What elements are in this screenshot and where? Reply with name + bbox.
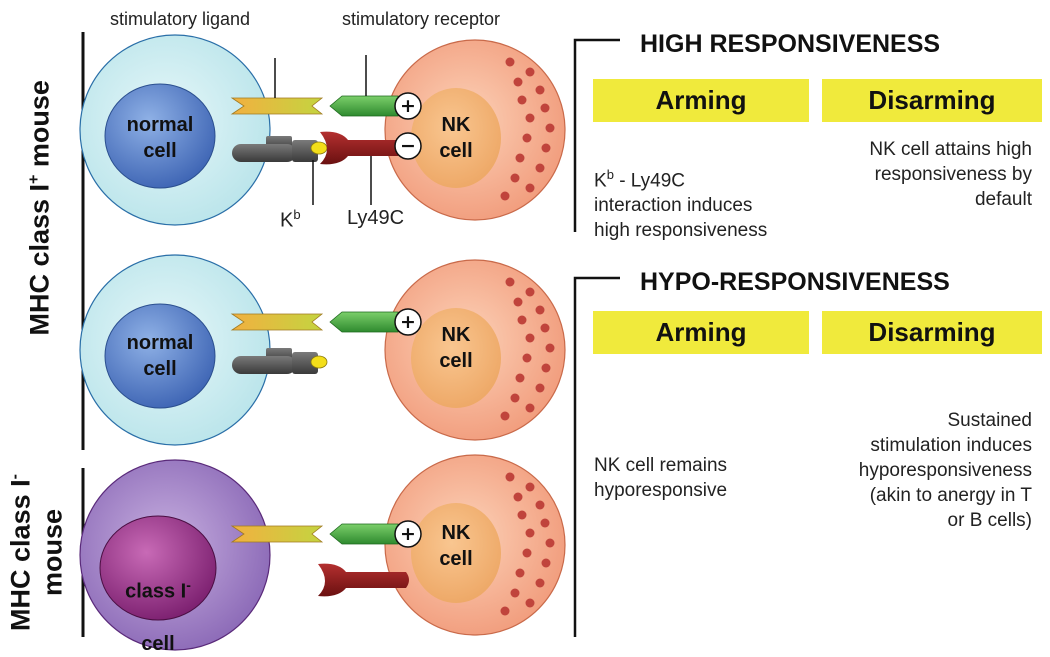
- row2-normal-cell: [79, 254, 271, 446]
- high-disarming-text: NK cell attains high responsiveness by d…: [869, 139, 1032, 210]
- stimulatory-ligand-label: stimulatory ligand: [110, 9, 251, 29]
- mhc-class-minus-mouse-label: MHC class I- mouse: [5, 474, 68, 631]
- row1-nk-granules: [500, 57, 555, 201]
- high-bracket: [573, 38, 620, 232]
- row1-ly49c-molecule: [320, 131, 398, 165]
- row1-minus-circle: [394, 132, 422, 160]
- high-arming-text: Kb - Ly49C interaction induces high resp…: [594, 167, 768, 242]
- row1-plus-sign: +: [400, 95, 416, 117]
- row1-stimulatory-ligand: [230, 97, 324, 115]
- hypo-arming-text: NK cell remains hyporesponsive: [594, 455, 728, 501]
- row3-class-minus-cell-label: class I- cell: [125, 577, 191, 655]
- kb-label: Kb: [280, 207, 301, 232]
- row3-stimulatory-receptor: [329, 523, 399, 545]
- high-disarming-box: Disarming: [822, 79, 1042, 122]
- mhc-class-plus-mouse-label: MHC class I+ mouse: [24, 80, 55, 336]
- ly49c-label: Ly49C: [347, 207, 405, 229]
- high-arming-box: Arming: [593, 79, 809, 122]
- row2-nk-granules: [500, 277, 555, 421]
- row2-plus-circle: [394, 308, 422, 336]
- row3-plus-sign: +: [400, 523, 416, 545]
- row1-nk-cell-label: NK cell: [439, 114, 473, 162]
- row1-kb-molecule: [232, 136, 328, 162]
- row2-normal-cell-label: normal cell: [126, 332, 194, 380]
- row1-normal-cell: [79, 34, 271, 226]
- row2-stimulatory-ligand: [230, 313, 324, 331]
- row2-kb-molecule: [232, 348, 328, 374]
- stimulatory-receptor-label: stimulatory receptor: [342, 9, 501, 29]
- row3-ly49c-molecule: [318, 563, 409, 597]
- row2-nk-cell-label: NK cell: [439, 324, 473, 372]
- row3-class-minus-cell: [79, 459, 271, 651]
- row3-stimulatory-ligand: [230, 525, 324, 543]
- row2-plus-sign: +: [400, 311, 416, 333]
- hypo-disarming-box: Disarming: [822, 311, 1042, 354]
- high-responsiveness-title: HIGH RESPONSIVENESS: [640, 30, 941, 58]
- hypo-disarming-text: Sustained stimulation induces hyporespon…: [858, 410, 1032, 531]
- row3-nk-granules: [500, 472, 555, 616]
- row1-normal-cell-label: normal cell: [126, 114, 194, 162]
- hypo-arming-box: Arming: [593, 311, 809, 354]
- hypo-responsiveness-title: HYPO-RESPONSIVENESS: [640, 268, 950, 296]
- row1-minus-sign: −: [400, 135, 416, 157]
- hypo-bracket: [573, 276, 620, 637]
- row3-plus-circle: [394, 520, 422, 548]
- row1-plus-circle: [394, 92, 422, 120]
- row2-stimulatory-receptor: [329, 311, 399, 333]
- row1-stimulatory-receptor: [329, 95, 399, 117]
- row3-nk-cell-label: NK cell: [439, 522, 473, 570]
